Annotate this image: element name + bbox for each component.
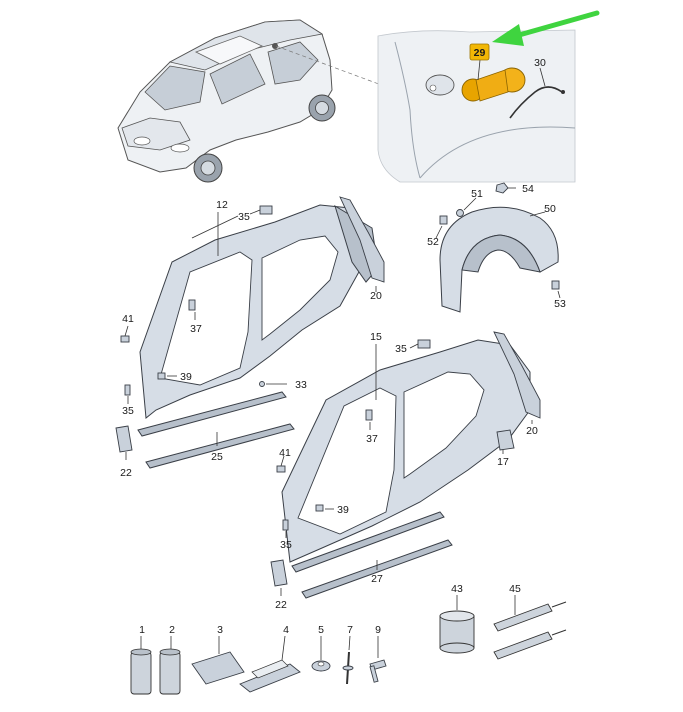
side-panel-upper[interactable] <box>139 204 379 419</box>
bracket-part-22-upper[interactable] <box>115 425 133 460</box>
callout-2: 2 <box>169 624 175 636</box>
fuel-cap-part-29[interactable] <box>461 59 526 102</box>
sill-trim-part-27[interactable] <box>291 511 453 599</box>
clip-part-52[interactable] <box>435 215 448 239</box>
clip-part-20-lower[interactable] <box>493 331 541 424</box>
callout-27: 27 <box>371 573 383 585</box>
clip-part-20-upper[interactable] <box>339 196 385 292</box>
fuel-filler-detail-inset <box>377 29 576 183</box>
pad-part-3[interactable] <box>191 636 245 685</box>
clip-part-41-lower[interactable] <box>276 455 286 473</box>
tape-part-4[interactable] <box>239 635 301 693</box>
release-cable-part-30[interactable] <box>509 67 565 119</box>
can-part-1[interactable] <box>130 636 152 695</box>
clip-part-35-lower-left[interactable] <box>282 519 289 538</box>
callout-54: 54 <box>522 183 534 195</box>
callout-1: 1 <box>139 624 145 636</box>
bracket-part-17[interactable] <box>496 429 515 454</box>
callout-41b: 41 <box>279 447 291 459</box>
callout-5: 5 <box>318 624 324 636</box>
rivet-part-7[interactable] <box>342 635 354 685</box>
callout-22a: 22 <box>120 467 132 479</box>
bracket-part-35-lower[interactable] <box>409 339 431 349</box>
callout-39a: 39 <box>180 371 192 383</box>
grommet-part-33[interactable] <box>259 381 288 387</box>
bracket-part-35-upper[interactable] <box>191 205 273 239</box>
callout-53: 53 <box>554 298 566 310</box>
bolt-part-9[interactable] <box>369 636 387 683</box>
callout-3: 3 <box>217 624 223 636</box>
callout-30: 30 <box>534 57 546 69</box>
callout-37b: 37 <box>366 433 378 445</box>
nut-part-54[interactable] <box>495 182 516 194</box>
highlight-arrow <box>492 10 600 46</box>
clip-part-37-lower[interactable] <box>365 409 373 430</box>
clip-part-53[interactable] <box>551 280 561 299</box>
callout-25: 25 <box>211 451 223 463</box>
callout-35c: 35 <box>395 343 407 355</box>
callout-35a: 35 <box>238 211 250 223</box>
callout-9: 9 <box>375 624 381 636</box>
callout-39b: 39 <box>337 504 349 516</box>
clip-part-37-upper[interactable] <box>188 299 196 320</box>
clip-part-35-upper-left[interactable] <box>124 384 131 404</box>
callout-7: 7 <box>347 624 353 636</box>
callout-43: 43 <box>451 583 463 595</box>
callout-20b: 20 <box>526 425 538 437</box>
callout-20a: 20 <box>370 290 382 302</box>
callout-35d: 35 <box>280 539 292 551</box>
callout-41a: 41 <box>122 313 134 325</box>
clip-part-39-upper[interactable] <box>157 372 177 380</box>
callout-29: 29 <box>474 47 486 59</box>
callout-22b: 22 <box>275 599 287 611</box>
callout-50: 50 <box>544 203 556 215</box>
washer-part-5[interactable] <box>311 636 331 672</box>
clip-part-39-lower[interactable] <box>315 504 334 512</box>
tin-part-43[interactable] <box>439 595 475 654</box>
pen-set-part-45[interactable] <box>493 595 567 660</box>
clip-part-41-upper[interactable] <box>120 325 130 343</box>
callout-4: 4 <box>283 624 289 636</box>
side-panel-lower[interactable] <box>281 339 531 563</box>
callout-15: 15 <box>370 331 382 343</box>
callout-12: 12 <box>216 199 228 211</box>
part-29-badge <box>469 43 490 61</box>
can-part-2[interactable] <box>159 636 181 695</box>
wheelhouse-liner-part-50[interactable] <box>439 206 559 313</box>
callout-52: 52 <box>427 236 439 248</box>
car-illustration <box>117 19 396 183</box>
callout-17: 17 <box>497 456 509 468</box>
callout-51: 51 <box>471 188 483 200</box>
callout-35b: 35 <box>122 405 134 417</box>
screw-part-51[interactable] <box>456 197 477 217</box>
callout-33: 33 <box>295 379 307 391</box>
bracket-part-22-lower[interactable] <box>270 559 288 596</box>
sill-trim-part-25[interactable] <box>137 391 295 469</box>
callout-45: 45 <box>509 583 521 595</box>
callout-37a: 37 <box>190 323 202 335</box>
